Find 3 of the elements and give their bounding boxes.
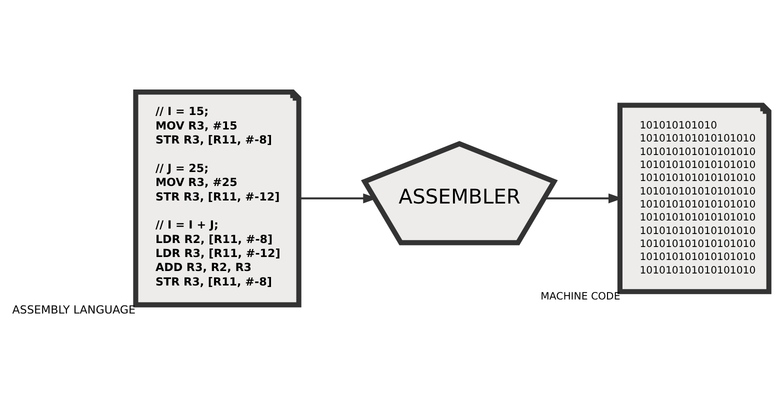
node-label: MACHINE CODE <box>540 292 620 303</box>
node-label: ASSEMBLY LANGUAGE <box>12 304 136 317</box>
arrow <box>544 193 623 204</box>
